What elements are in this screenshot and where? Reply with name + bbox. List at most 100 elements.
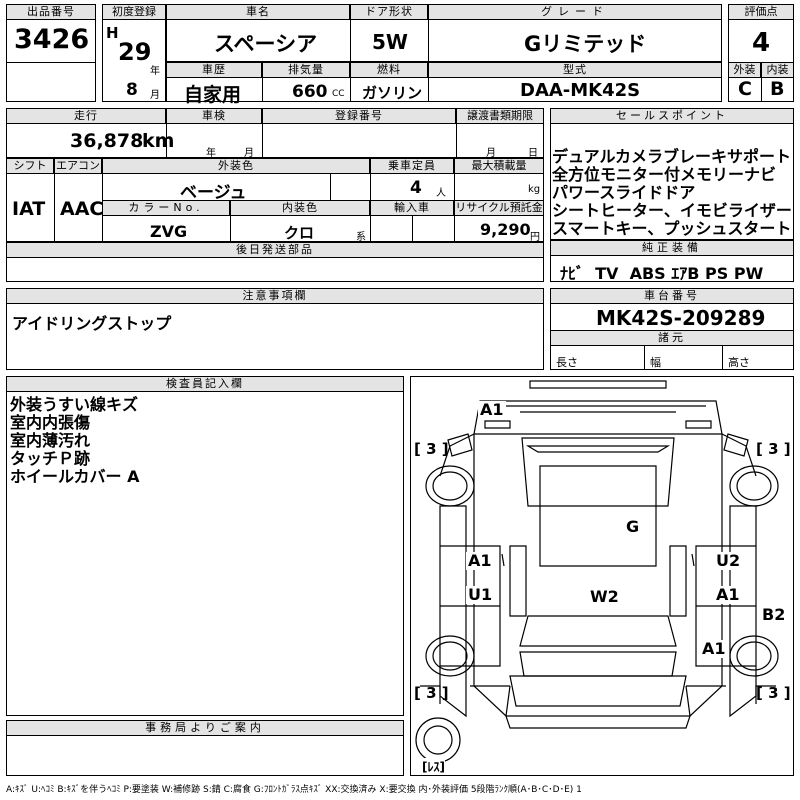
mark-a1-top: A1 xyxy=(478,400,506,419)
left-side xyxy=(439,505,467,718)
fuel: ガソリン xyxy=(362,84,423,102)
tire-front-left xyxy=(425,465,475,507)
windshield xyxy=(521,437,675,507)
insp-year-unit: 年 xyxy=(206,148,216,159)
lot-number: 3426 xyxy=(14,24,90,55)
right-mirror xyxy=(723,433,749,457)
rear-gate xyxy=(509,675,687,707)
mark-a1-left: A1 xyxy=(466,551,494,570)
kei-unit: 系 xyxy=(356,232,366,243)
chassis-number: MK42S-209289 xyxy=(596,306,766,330)
reg-month: 8 xyxy=(126,80,138,100)
office-header: 事務局よりご案内 xyxy=(6,720,404,736)
legend: A:ｷｽﾞ U:ﾍｺﾐ B:ｷｽﾞを伴うﾍｺﾐ P:要塗装 W:補修跡 S:錆 … xyxy=(6,785,582,795)
door-type: 5W xyxy=(372,30,408,54)
shift-header: シフト xyxy=(6,158,54,174)
roof xyxy=(539,465,657,567)
inspector-note: 外装うすい線キズ xyxy=(10,395,139,414)
payload-header: 最大積載量 xyxy=(454,158,544,174)
rear-bumper xyxy=(505,715,691,729)
sales-point-list: デュアルカメラブレーキサポート 全方位モニター付メモリーナビ パワースライドドア… xyxy=(552,148,792,238)
body-outline xyxy=(473,434,723,718)
tire-rear-left xyxy=(425,635,475,677)
car-diagram-box xyxy=(410,376,794,776)
score: 4 xyxy=(752,28,771,58)
int-color: クロ xyxy=(284,224,315,242)
right-side xyxy=(729,505,757,718)
recycle-header: リサイクル預託金 xyxy=(454,200,544,216)
year-unit: 年 xyxy=(150,66,160,77)
left-mirror xyxy=(447,433,473,457)
inspector-note: タッチＰ跡 xyxy=(10,449,91,468)
model-header: 型式 xyxy=(428,62,722,78)
spare-tire-label: [ﾚｽ] xyxy=(422,758,445,775)
tire-tread-fr: [ 3 ] xyxy=(756,440,791,458)
score-header: 評価点 xyxy=(728,4,794,20)
notes: アイドリングストップ xyxy=(12,314,172,333)
tire-front-right xyxy=(729,465,779,507)
ac-header: エアコン xyxy=(54,158,102,174)
int-score: B xyxy=(770,78,785,100)
tr-month-unit: 月 xyxy=(486,148,496,159)
front-bumper xyxy=(529,380,667,389)
spec-height-label: 高さ xyxy=(728,356,750,369)
person-unit: 人 xyxy=(436,188,446,199)
import-header: 輸入車 xyxy=(370,200,454,216)
displacement-header: 排気量 xyxy=(262,62,350,78)
sales-point: パワースライドドア xyxy=(552,183,696,202)
spec-length-label: 長さ xyxy=(556,356,578,369)
car-name: スペーシア xyxy=(214,32,318,56)
equipment: ﾅﾋﾞ TV ABS ｴｱB PS PW xyxy=(560,264,764,283)
recycle: 9,290 xyxy=(480,220,531,239)
yen-unit: 円 xyxy=(530,232,540,243)
grade-header: グレード xyxy=(428,4,722,20)
car-diagram xyxy=(415,380,779,763)
equipment-header: 純正装備 xyxy=(550,240,794,256)
cc-unit: CC xyxy=(332,89,345,99)
kg-unit: kg xyxy=(528,184,541,195)
mark-u1-left: U1 xyxy=(466,585,495,604)
mark-u2-right: U2 xyxy=(714,551,743,570)
tire-tread-fl: [ 3 ] xyxy=(414,440,449,458)
history: 自家用 xyxy=(184,84,242,106)
inspector-note: 室内内張傷 xyxy=(10,413,91,432)
tire-tread-rl: [ 3 ] xyxy=(414,684,449,702)
displacement: 660 xyxy=(292,82,328,102)
mark-g: G xyxy=(624,517,642,536)
grade: Gリミテッド xyxy=(524,32,647,56)
inspector-notes-list: 外装うすい線キズ 室内内張傷 室内薄汚れ タッチＰ跡 ホイールカバー A xyxy=(10,396,139,486)
mileage-header: 走行 xyxy=(6,108,166,124)
mark-a1-lower: A1 xyxy=(700,639,728,658)
later-parts-header: 後日発送部品 xyxy=(6,242,544,258)
door-header: ドア形状 xyxy=(350,4,428,20)
transfer-header: 譲渡書類期限 xyxy=(456,108,544,124)
sales-point: スマートキー、プッシュスタート xyxy=(552,219,792,238)
tire-rear-right xyxy=(729,635,779,677)
mark-b2-right: B2 xyxy=(760,605,788,624)
capacity: 4 xyxy=(410,178,422,198)
spec-width-label: 幅 xyxy=(650,356,661,369)
sales-point: 全方位モニター付メモリーナビ xyxy=(552,165,777,184)
insp-month-unit: 月 xyxy=(244,148,254,159)
inspection-header: 車検 xyxy=(166,108,262,124)
reg-year: 29 xyxy=(118,38,152,66)
month-unit: 月 xyxy=(150,90,160,101)
specs-header: 諸元 xyxy=(550,330,794,346)
mileage: 36,878 xyxy=(70,130,144,152)
tr-day-unit: 日 xyxy=(528,148,538,159)
tire-tread-rr: [ 3 ] xyxy=(756,684,791,702)
ext-score: C xyxy=(738,78,752,100)
model: DAA-MK42S xyxy=(520,80,641,101)
ext-header: 外装 xyxy=(728,62,761,78)
km-unit: km xyxy=(142,130,175,152)
color-no-header: カラーNo. xyxy=(102,200,230,216)
int-header: 内装 xyxy=(761,62,794,78)
lot-header: 出品番号 xyxy=(6,4,96,20)
inspector-note: 室内薄汚れ xyxy=(10,431,91,450)
notes-header: 注意事項欄 xyxy=(6,288,544,304)
sales-point: シートヒーター、イモビライザー xyxy=(552,201,792,220)
rear-glass xyxy=(519,615,677,647)
era-letter: H xyxy=(106,24,119,42)
sales-header: セールスポイント xyxy=(550,108,794,124)
inspector-header: 検査員記入欄 xyxy=(6,376,404,392)
